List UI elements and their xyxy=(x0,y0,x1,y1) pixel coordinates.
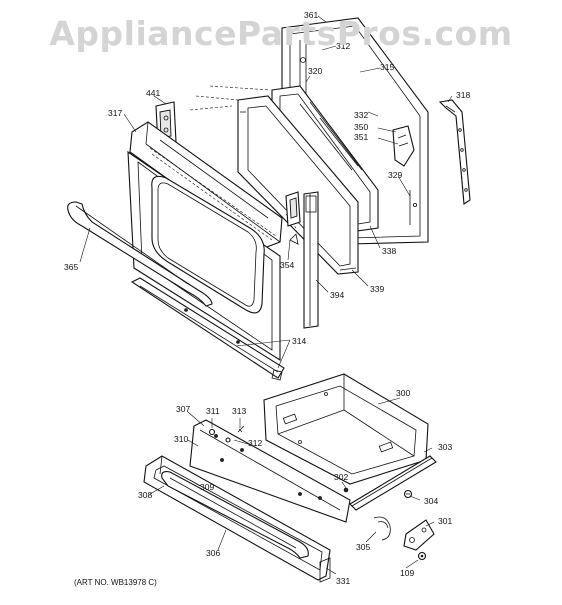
hinge-hook xyxy=(285,191,301,245)
label-315: 315 xyxy=(380,62,394,72)
label-303: 303 xyxy=(438,442,452,452)
label-318: 318 xyxy=(456,90,470,100)
label-351: 351 xyxy=(354,132,368,142)
door-bottom-trim xyxy=(130,277,285,381)
label-441: 441 xyxy=(146,88,160,98)
drawer-panel-screws xyxy=(208,425,245,443)
label-314: 314 xyxy=(292,336,306,346)
label-311: 311 xyxy=(206,406,220,416)
drawer-screw xyxy=(403,489,413,499)
door-liner-frame xyxy=(237,95,359,275)
label-332: 332 xyxy=(354,110,368,120)
drawer-handle xyxy=(161,471,309,559)
label-331: 331 xyxy=(336,576,350,586)
door-handle-upper xyxy=(67,201,213,307)
label-317: 317 xyxy=(108,108,122,118)
label-361: 361 xyxy=(304,10,318,20)
label-338: 338 xyxy=(382,246,396,256)
door-gasket xyxy=(438,99,471,205)
drawer-roller-bracket xyxy=(373,516,435,561)
label-109: 109 xyxy=(400,568,414,578)
label-313: 313 xyxy=(232,406,246,416)
label-309: 309 xyxy=(200,482,214,492)
door-side-trim xyxy=(303,191,319,329)
label-394: 394 xyxy=(330,290,344,300)
drawer-front-inner-panel xyxy=(189,419,351,523)
label-310: 310 xyxy=(174,434,188,444)
label-306: 306 xyxy=(206,548,220,558)
label-308: 308 xyxy=(138,490,152,500)
label-307: 307 xyxy=(176,404,190,414)
label-329: 329 xyxy=(388,170,402,180)
label-301: 301 xyxy=(438,516,452,526)
part-labels: 361 312 320 315 318 441 317 332 350 351 … xyxy=(64,10,470,586)
label-302: 302 xyxy=(334,472,348,482)
label-320: 320 xyxy=(308,66,322,76)
leader-lines xyxy=(79,15,453,575)
door-latch-bracket xyxy=(392,125,415,167)
label-305: 305 xyxy=(356,542,370,552)
drawer-rail-right xyxy=(343,455,437,511)
label-350: 350 xyxy=(354,122,368,132)
door-vent-trim xyxy=(129,121,283,249)
label-354: 354 xyxy=(280,260,294,270)
label-339: 339 xyxy=(370,284,384,294)
label-304: 304 xyxy=(424,496,438,506)
art-number: (ART NO. WB13978 C) xyxy=(74,578,157,587)
outer-door-panel xyxy=(127,150,281,361)
label-365: 365 xyxy=(64,262,78,272)
label-312-top: 312 xyxy=(336,41,350,51)
label-312-lower: 312 xyxy=(248,438,262,448)
label-300: 300 xyxy=(396,388,410,398)
